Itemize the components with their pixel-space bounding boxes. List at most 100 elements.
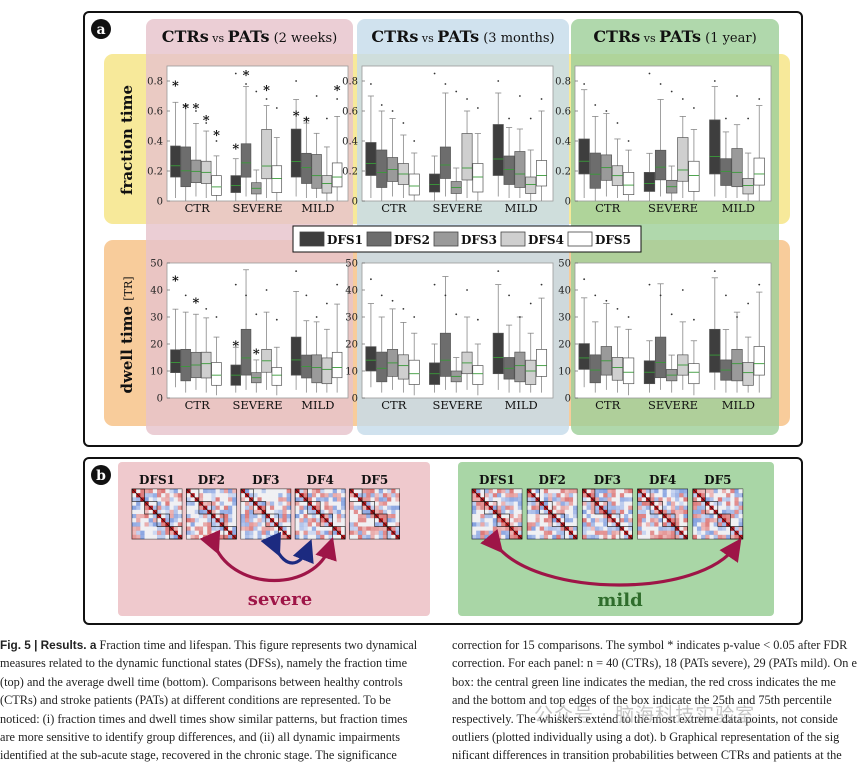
matrix-cell	[548, 501, 553, 506]
outlier-point	[605, 110, 608, 112]
matrix-cell	[336, 514, 342, 519]
outlier-point	[325, 117, 328, 120]
outlier-point	[255, 313, 258, 316]
matrix-cell	[517, 493, 523, 498]
matrix-cell	[624, 489, 629, 494]
matrix-cell	[590, 522, 595, 527]
matrix-cell	[586, 489, 591, 494]
matrix-block	[265, 513, 279, 527]
matrix-cell	[535, 518, 540, 523]
matrix-cell	[670, 497, 676, 502]
matrix-cell	[717, 501, 723, 506]
matrix-cell	[675, 489, 680, 494]
matrix-cell	[670, 526, 676, 531]
row-label-fraction-time: fraction time	[118, 85, 136, 195]
matrix-cell	[619, 501, 625, 506]
matrix-cell	[198, 522, 204, 527]
matrix-cell	[603, 518, 608, 523]
connectivity-matrix	[294, 488, 346, 540]
matrix-cell	[357, 489, 363, 494]
outlier-point	[540, 98, 543, 100]
matrix-cell	[261, 505, 266, 510]
matrix-cell	[675, 514, 680, 519]
matrix-cell	[480, 518, 485, 523]
outlier-point	[444, 83, 447, 85]
matrix-cell	[692, 534, 698, 540]
matrix-cell	[278, 497, 283, 502]
matrix-cell	[654, 522, 659, 527]
matrix-cell	[492, 493, 498, 498]
matrix-cell	[705, 489, 710, 494]
matrix-cell	[274, 489, 279, 494]
matrix-cell	[730, 534, 735, 540]
matrix-cell	[501, 489, 506, 494]
matrix-cell	[582, 518, 587, 523]
matrix-cell	[140, 489, 145, 494]
matrix-cell	[269, 530, 275, 535]
matrix-cell	[353, 497, 359, 502]
matrix-cell	[228, 522, 233, 527]
matrix-cell	[594, 514, 600, 519]
matrix-cell	[517, 530, 523, 535]
matrix-cell	[568, 509, 574, 515]
matrix-cell	[654, 497, 659, 502]
matrix-block	[704, 501, 719, 515]
matrix-cell	[261, 493, 266, 498]
box-dfs2	[720, 158, 732, 186]
row-label-dwell-unit: [TR]	[122, 276, 135, 300]
matrix-cell	[190, 530, 195, 535]
matrix-cell	[198, 530, 204, 535]
matrix-cell	[173, 514, 178, 519]
caption-left-line: measures related to the dynamic function…	[0, 656, 408, 671]
matrix-cell	[517, 514, 523, 519]
matrix-cell	[244, 501, 250, 506]
matrix-cell	[136, 501, 141, 506]
matrix-cell	[654, 530, 659, 535]
matrix-cell	[249, 534, 254, 540]
matrix-cell	[169, 522, 174, 527]
matrix-cell	[641, 522, 647, 527]
column-title-pats: PATs	[437, 27, 479, 46]
group-label-severe: SEVERE	[232, 398, 282, 412]
matrix-cell	[568, 534, 574, 540]
matrix-cell	[374, 493, 379, 498]
matrix-block	[386, 526, 400, 540]
matrix-cell	[721, 493, 727, 498]
box-dfs1	[492, 124, 504, 176]
outlier-point	[466, 289, 468, 291]
matrix-cell	[186, 530, 191, 535]
matrix-cell	[207, 489, 212, 494]
matrix-cell	[269, 497, 275, 502]
matrix-cell	[349, 522, 354, 527]
box-dfs2	[589, 152, 601, 189]
matrix-cell	[484, 534, 489, 540]
matrix-cell	[203, 493, 208, 498]
matrix-cell	[190, 526, 195, 531]
box-dfs4	[321, 357, 333, 385]
matrix-cell	[307, 489, 312, 494]
matrix-cell	[696, 526, 702, 531]
connectivity-matrix	[185, 488, 237, 540]
group-label-ctr: CTR	[381, 398, 406, 412]
matrix-cell	[303, 526, 308, 531]
matrix-cell	[619, 530, 625, 535]
matrix-cell	[535, 489, 540, 494]
matrix-cell	[586, 530, 591, 535]
matrix-cell	[157, 509, 162, 515]
matrix-cell	[165, 505, 170, 510]
matrix-cell	[186, 522, 191, 527]
outlier-point	[736, 316, 738, 318]
matrix-cell	[670, 489, 676, 494]
outlier-point	[758, 283, 761, 286]
matrix-cell	[492, 505, 498, 510]
matrix-cell	[161, 526, 166, 531]
matrix-cell	[249, 489, 254, 494]
matrix-cell	[303, 501, 308, 506]
matrix-cell	[505, 530, 510, 535]
matrix-cell	[501, 530, 506, 535]
matrix-cell	[556, 509, 561, 515]
outlier-point	[518, 95, 521, 97]
box-dfs4	[201, 351, 212, 379]
matrix-cell	[637, 526, 642, 531]
